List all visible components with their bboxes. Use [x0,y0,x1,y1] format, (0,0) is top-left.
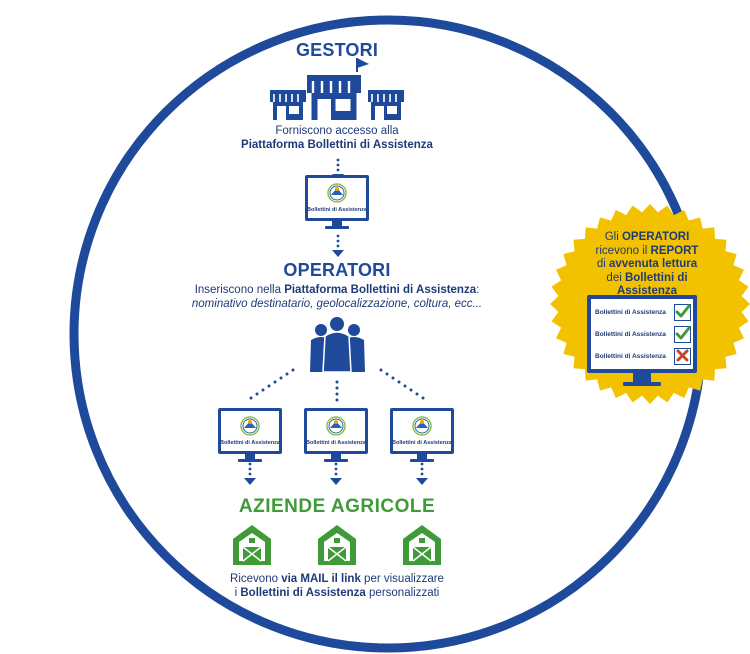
operatori-line-1a: Inseriscono nella [194,284,285,296]
gestori-line-1: Forniscono accesso alla [275,125,399,137]
operatori-line-2: nominativo destinatario, geolocalizzazio… [191,298,483,310]
report-badge-text: Gli OPERATORI ricevono il REPORT di avve… [576,231,718,299]
aziende-line-1c: per visualizzare [360,573,444,585]
farm-icon-right [402,524,442,566]
farm-icon-center [317,524,357,566]
gestori-line-2: Piattaforma Bollettini di Assistenza [241,139,433,151]
operatori-line-1c: : [476,284,480,296]
badge-line-4b: Bollettini di Assistenza [616,271,688,298]
check-icon [674,303,691,321]
aziende-line-2c: personalizzati [365,587,440,599]
badge-line-4a: dei [606,271,625,284]
users-icon [310,317,365,373]
gestori-title: GESTORI [295,40,379,60]
report-row-label: Bollettini di Assistenza [595,308,666,316]
badge-line-1a: Gli [604,231,622,243]
operatori-title: OPERATORI [283,260,391,280]
gestori-description: Forniscono accesso alla Piattaforma Boll… [187,124,487,152]
cross-icon [674,347,691,365]
aziende-title: AZIENDE AGRICOLE [238,496,436,517]
aziende-line-2a: i [234,587,241,599]
platform-label: Bollettini di Assistenza [306,207,367,213]
check-icon [674,325,691,343]
shop-icon-left [269,89,307,121]
badge-line-1b: OPERATORI [621,231,690,243]
badge-line-3b: avvenuta lettura [608,258,698,270]
badge-line-2a: ricevono il [595,244,651,257]
report-row: Bollettini di Assistenza [595,345,691,367]
report-row: Bollettini di Assistenza [595,323,691,345]
report-row-label: Bollettini di Assistenza [595,330,666,338]
report-row: Bollettini di Assistenza [595,301,691,323]
aziende-line-1a: Ricevono [230,573,282,585]
operatori-description: Inseriscono nella Piattaforma Bollettini… [167,283,507,311]
aziende-description: Ricevono via MAIL il link per visualizza… [177,572,497,600]
badge-line-2b: REPORT [650,244,699,257]
aziende-line-2b: Bollettini di Assistenza [240,587,366,599]
platform-label: Bollettini di Assistenza [391,440,452,446]
operatori-line-1b: Piattaforma Bollettini di Assistenza [284,284,477,296]
aziende-line-1b: via MAIL il link [281,573,361,585]
platform-label: Bollettini di Assistenza [219,440,280,446]
report-row-label: Bollettini di Assistenza [595,352,666,360]
platform-label: Bollettini di Assistenza [305,440,366,446]
shop-icon-right [367,89,405,121]
badge-line-3a: di [596,258,609,270]
farm-icon-left [232,524,272,566]
shop-icon-center [305,58,369,122]
